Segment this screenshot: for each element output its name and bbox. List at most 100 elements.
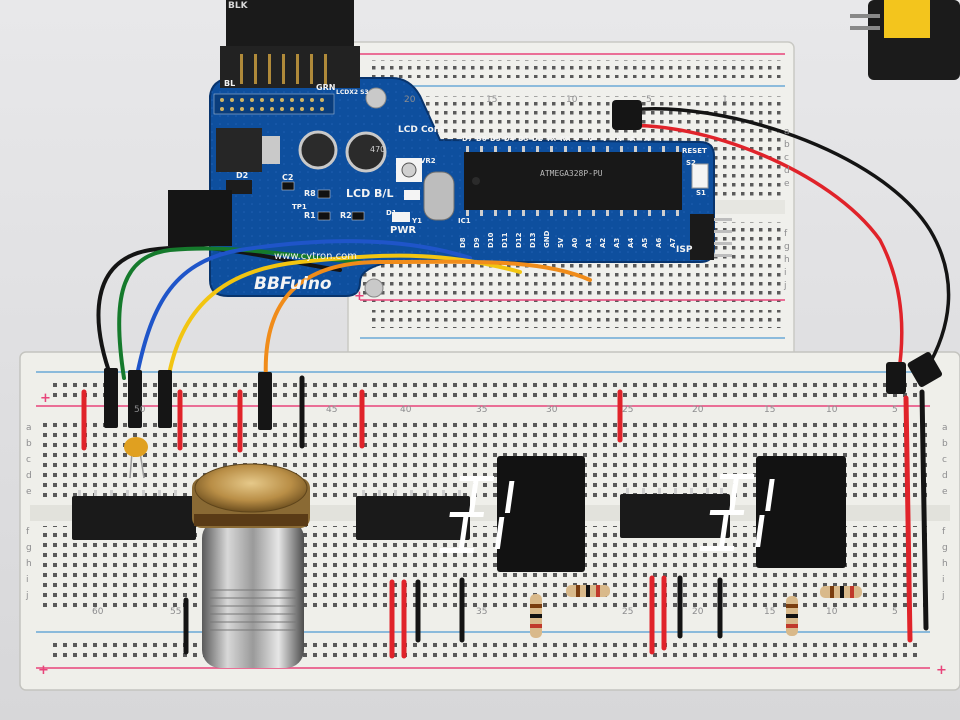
rail-plus-bottom-left: + — [38, 663, 49, 678]
d2-label: D2 — [236, 171, 249, 180]
hdrTop-label: D4 — [504, 135, 515, 143]
grn-label: GRN — [316, 83, 336, 92]
hdrBottom-label: D9 — [473, 237, 481, 248]
mainNums-label: 25 — [622, 405, 634, 415]
upperNums-label: 5 — [646, 95, 652, 105]
hdrTop-label: D6 — [476, 135, 487, 143]
mainNums-label: 50 — [134, 405, 146, 415]
mainRowsBottom-label: f — [26, 527, 30, 537]
mainRowsTop-label: d — [26, 471, 32, 481]
upperRowsBottom-label: h — [784, 255, 790, 265]
mainNums-label: 5 — [892, 405, 898, 415]
lcd-contrast-label: LCD Cont — [398, 125, 445, 135]
hdrBottom-label: D11 — [501, 232, 509, 248]
c2-label: C2 — [282, 173, 294, 182]
hdrBottom-label: D10 — [487, 232, 495, 248]
isp-label: ISP — [676, 245, 693, 255]
hdrBottom-label: D8 — [459, 237, 467, 248]
hdrBottom-label: GND — [543, 230, 551, 248]
board-website: www.cytron.com — [274, 251, 358, 262]
hdrBottom-label: A7 — [669, 237, 677, 248]
mainRowsBottom-label: j — [26, 591, 29, 601]
tp1-label: TP1 — [292, 203, 307, 211]
hdrTop-label: D7 — [462, 135, 473, 143]
blk-label: BLK — [228, 1, 248, 11]
ic1-label: IC1 — [458, 217, 471, 225]
r8-label: R8 — [304, 189, 316, 198]
hdrBottom-label: A6 — [655, 237, 663, 248]
mainNums-label: 30 — [546, 405, 558, 415]
hdrTop-label: D3 — [518, 135, 529, 143]
mainBottomNums-label: 15 — [764, 607, 776, 617]
rail-plus-upper: + — [354, 289, 365, 304]
hdrBottom-label: D13 — [529, 232, 537, 248]
mainRowsTop-label: e — [26, 487, 32, 497]
mainRowsBottom-label: g — [26, 543, 32, 553]
wire-plugs — [104, 100, 943, 430]
upperNums-label: 1 — [722, 95, 728, 105]
bl-label: BL — [224, 79, 236, 88]
mainRowsRightBottom-label: g — [942, 543, 948, 553]
upperRowsTop-label: e — [784, 179, 790, 189]
upperNums-label: 15 — [486, 95, 498, 105]
hdrBottom-label: A3 — [613, 237, 621, 248]
upperNums-label: 10 — [566, 95, 578, 105]
mainBottomNums-label: 35 — [476, 607, 488, 617]
y1-label: Y1 — [412, 217, 422, 225]
mainNums-label: 15 — [764, 405, 776, 415]
hdrTop-label: RX — [560, 135, 571, 143]
hdrTop-label: D5 — [490, 135, 501, 143]
hdrTop-label: A — [644, 135, 650, 143]
mainNums-label: 40 — [400, 405, 412, 415]
mainRowsTop-label: a — [26, 423, 32, 433]
upperRowsTop-label: a — [784, 127, 790, 137]
seven-segment-right — [699, 456, 846, 568]
mainRowsTop-label: b — [26, 439, 32, 449]
mainBottomNums-label: 20 — [692, 607, 704, 617]
upperRowsBottom-label: i — [784, 268, 787, 278]
hdrTop-label: V — [602, 135, 608, 143]
upperRowsTop-label: b — [784, 140, 790, 150]
upperRowsBottom-label: j — [784, 281, 787, 291]
r2-label: R2 — [340, 211, 352, 220]
s1-label: S1 — [696, 189, 706, 197]
corner-module — [850, 0, 960, 80]
capacitor-marking: 470 — [370, 145, 386, 154]
mainNums-label: 35 — [476, 405, 488, 415]
mcu-marking: ATMEGA328P-PU — [540, 169, 603, 178]
jumper-wires — [81, 375, 929, 659]
mainRowsTop-label: c — [26, 455, 31, 465]
hdrTop-label: T — [658, 135, 663, 143]
resistors — [530, 585, 862, 638]
mainRowsRightTop-label: d — [942, 471, 948, 481]
hdrBottom-label: A0 — [571, 237, 579, 248]
hdrBottom-label: D12 — [515, 232, 523, 248]
lcd-backlight-label: LCD B/L — [346, 187, 394, 200]
mainRowsRightTop-label: b — [942, 439, 948, 449]
mainRowsRightBottom-label: j — [942, 591, 945, 601]
hdrTop-label: T — [672, 135, 677, 143]
hdrBottom-label: A1 — [585, 237, 593, 248]
mainRowsRightTop-label: a — [942, 423, 948, 433]
rail-plus-left: + — [40, 391, 51, 406]
mainNums-label: 20 — [692, 405, 704, 415]
hdrBottom-label: 5V — [557, 237, 565, 248]
hdrBottom-label: A5 — [641, 237, 649, 248]
mainBottomNums-label: 10 — [826, 607, 838, 617]
upperRowsTop-label: c — [784, 153, 789, 163]
mainRowsRightTop-label: c — [942, 455, 947, 465]
mainRowsBottom-label: i — [26, 575, 29, 585]
mainNums-label: 45 — [326, 405, 338, 415]
